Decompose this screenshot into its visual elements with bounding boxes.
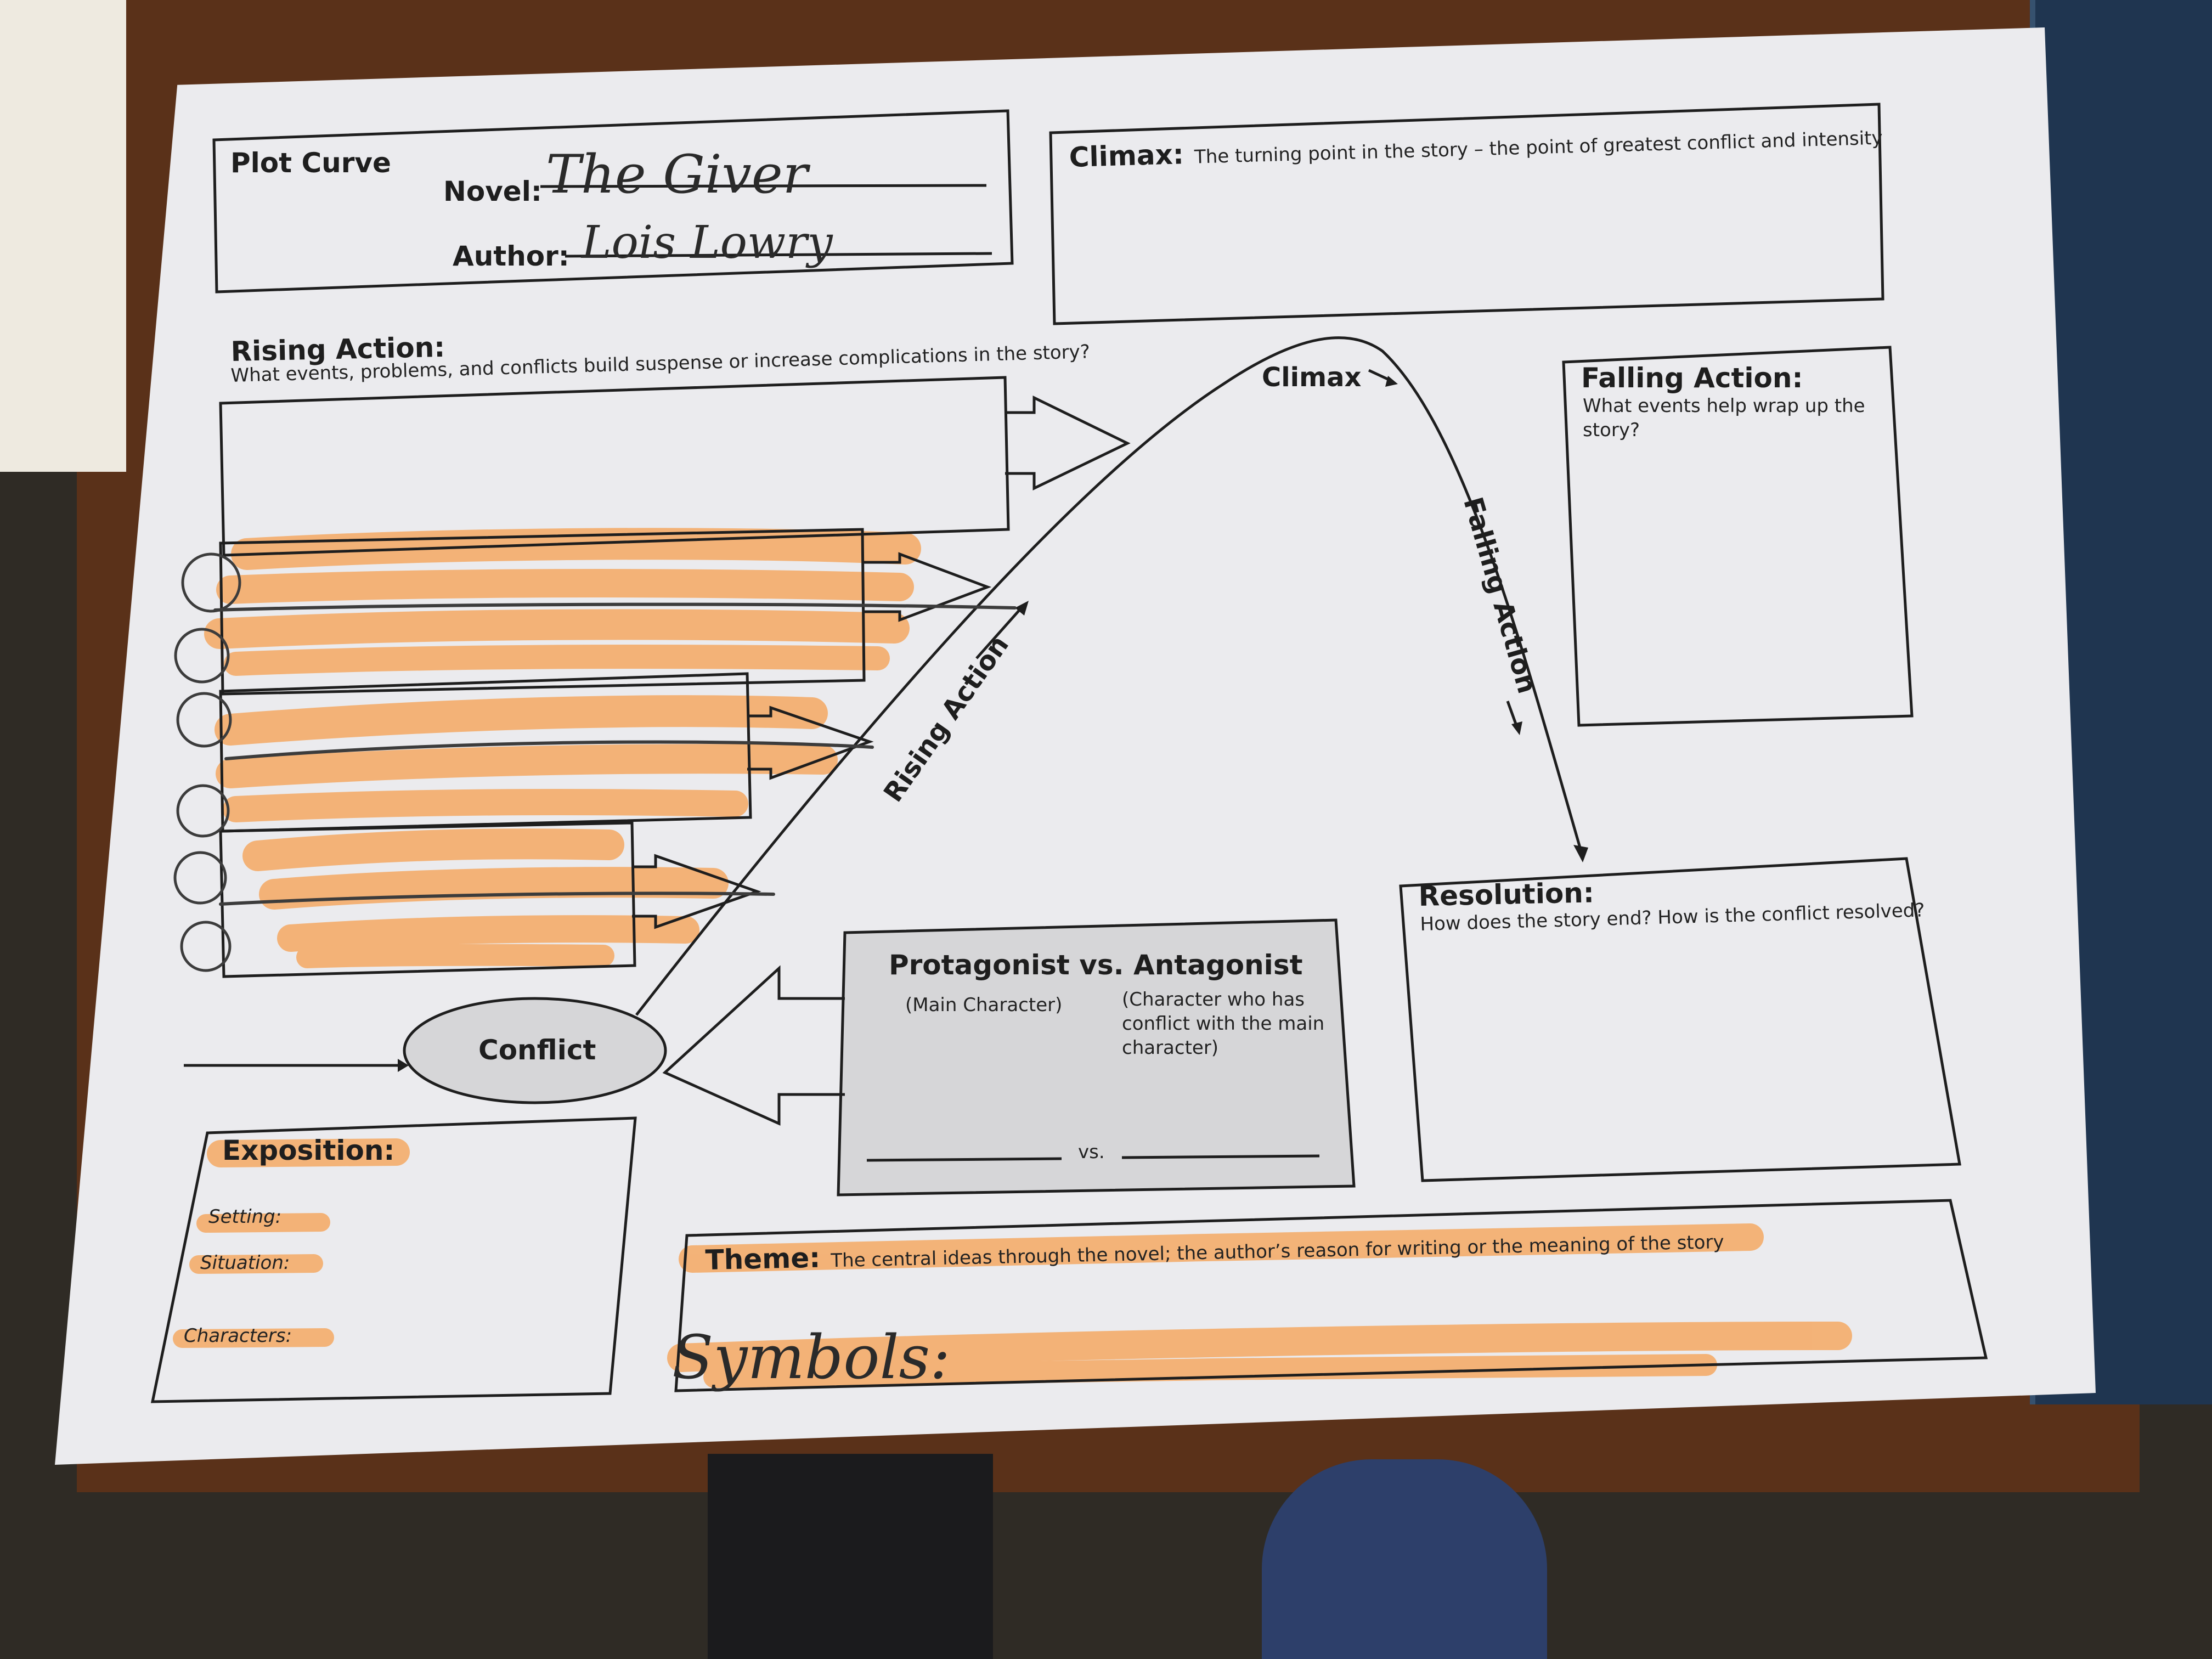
falling-action-label: Falling Action:	[1581, 362, 1803, 394]
vs-text: vs.	[1078, 1141, 1105, 1163]
pencil-line-6	[213, 602, 1017, 612]
plot-curve	[635, 336, 1582, 1016]
exposition-situation-label: Situation:	[200, 1252, 290, 1274]
resolution-label: Resolution:	[1418, 877, 1595, 912]
theme-label: Theme:	[705, 1242, 821, 1276]
pant-leg	[708, 1454, 993, 1659]
curve-arrowhead	[1573, 845, 1588, 862]
box-outlines	[150, 103, 1988, 1403]
highlighter-strokes	[173, 528, 1852, 1388]
rising-arrow-3	[747, 706, 874, 780]
rising-arrow-1	[1005, 395, 1131, 490]
falling-action-question: What events help wrap up the story?	[1583, 395, 1865, 441]
circle-4	[176, 692, 232, 748]
author-handwritten-value: Lois Lowry	[582, 217, 833, 269]
highlight-characters	[173, 1328, 334, 1348]
rising-arrow-4	[632, 854, 761, 929]
resolution-box	[1399, 857, 1961, 1182]
plot-curve-title: Plot Curve	[230, 147, 391, 179]
antagonist-hint: (Character who has conflict with the mai…	[1122, 989, 1325, 1059]
circle-3	[176, 784, 230, 838]
rising-box-3	[219, 672, 752, 833]
protagonist-title: Protagonist vs. Antagonist	[889, 949, 1302, 981]
theme-box	[674, 1199, 1988, 1392]
circle-5	[174, 628, 230, 684]
pencil-line-4	[224, 740, 874, 760]
highlight-stroke-5	[204, 609, 910, 649]
highlight-symbols-b	[703, 1354, 1717, 1388]
highlight-stroke-2b	[259, 867, 729, 910]
falling-arrowhead	[1511, 721, 1522, 735]
exposition-label: Exposition:	[222, 1135, 395, 1166]
highlight-stroke-5b	[224, 645, 890, 676]
falling-box	[1562, 346, 1914, 727]
protagonist-title-right: vs. Antagonist	[1069, 949, 1303, 981]
notepad	[0, 0, 126, 472]
highlight-stroke-4	[215, 695, 828, 746]
highlight-stroke-3	[216, 744, 838, 788]
highlight-stroke-6b	[216, 569, 914, 604]
rising-arrow-2	[862, 552, 992, 622]
conflict-label: Conflict	[478, 1034, 596, 1066]
arrow-shaft-rising	[975, 608, 1022, 659]
highlight-stroke-2	[242, 828, 624, 871]
author-label: Author:	[453, 240, 569, 272]
arrow-heads	[398, 376, 1588, 1072]
novel-underline	[540, 184, 987, 188]
rising-box-2	[219, 528, 866, 696]
highlight-stroke-1b	[296, 944, 614, 968]
exposition-box	[150, 1116, 637, 1403]
circle-2	[173, 851, 227, 905]
entry-arrowhead	[398, 1059, 409, 1072]
highlight-setting	[196, 1213, 330, 1233]
novel-label: Novel:	[443, 176, 542, 207]
vs-line-left	[866, 1157, 1062, 1162]
symbols-handwritten: Symbols:	[672, 1322, 951, 1392]
protagonist-to-conflict-arrow	[662, 965, 845, 1126]
circle-6	[181, 552, 241, 613]
highlight-exposition	[207, 1138, 410, 1167]
protagonist-box	[837, 918, 1356, 1197]
exposition-characters-label: Characters:	[184, 1325, 292, 1347]
pencil-strikethroughs	[213, 602, 1017, 906]
protagonist-hint: (Main Character)	[905, 994, 1063, 1016]
climax-arrowhead	[1385, 376, 1398, 387]
highlight-situation	[189, 1254, 323, 1274]
novel-handwritten-value: The Giver	[546, 144, 808, 205]
highlight-stroke-1	[277, 915, 699, 952]
rising-arrowhead	[1015, 601, 1029, 616]
plot-curve-box	[212, 109, 1014, 294]
highlight-theme	[679, 1223, 1764, 1273]
circle-1	[180, 921, 232, 972]
pencil-line-2	[219, 891, 775, 906]
protagonist-title-left: Protagonist	[889, 949, 1070, 981]
climax-box	[1049, 103, 1884, 325]
climax-box-label: Climax:	[1069, 138, 1184, 173]
shoe	[1262, 1459, 1547, 1659]
rising-box-1	[219, 376, 1010, 557]
highlight-stroke-3b	[223, 789, 748, 822]
exposition-setting-label: Setting:	[208, 1206, 282, 1228]
curve-climax-label: Climax	[1262, 362, 1362, 393]
connector-arrows	[184, 184, 1582, 1162]
pencil-circle-numbers	[173, 552, 241, 972]
arrow-shaft-falling	[1506, 701, 1519, 727]
conflict-oval	[403, 997, 667, 1104]
highlight-symbols	[667, 1322, 1852, 1372]
author-underline	[565, 252, 992, 258]
vs-line-right	[1121, 1154, 1320, 1159]
